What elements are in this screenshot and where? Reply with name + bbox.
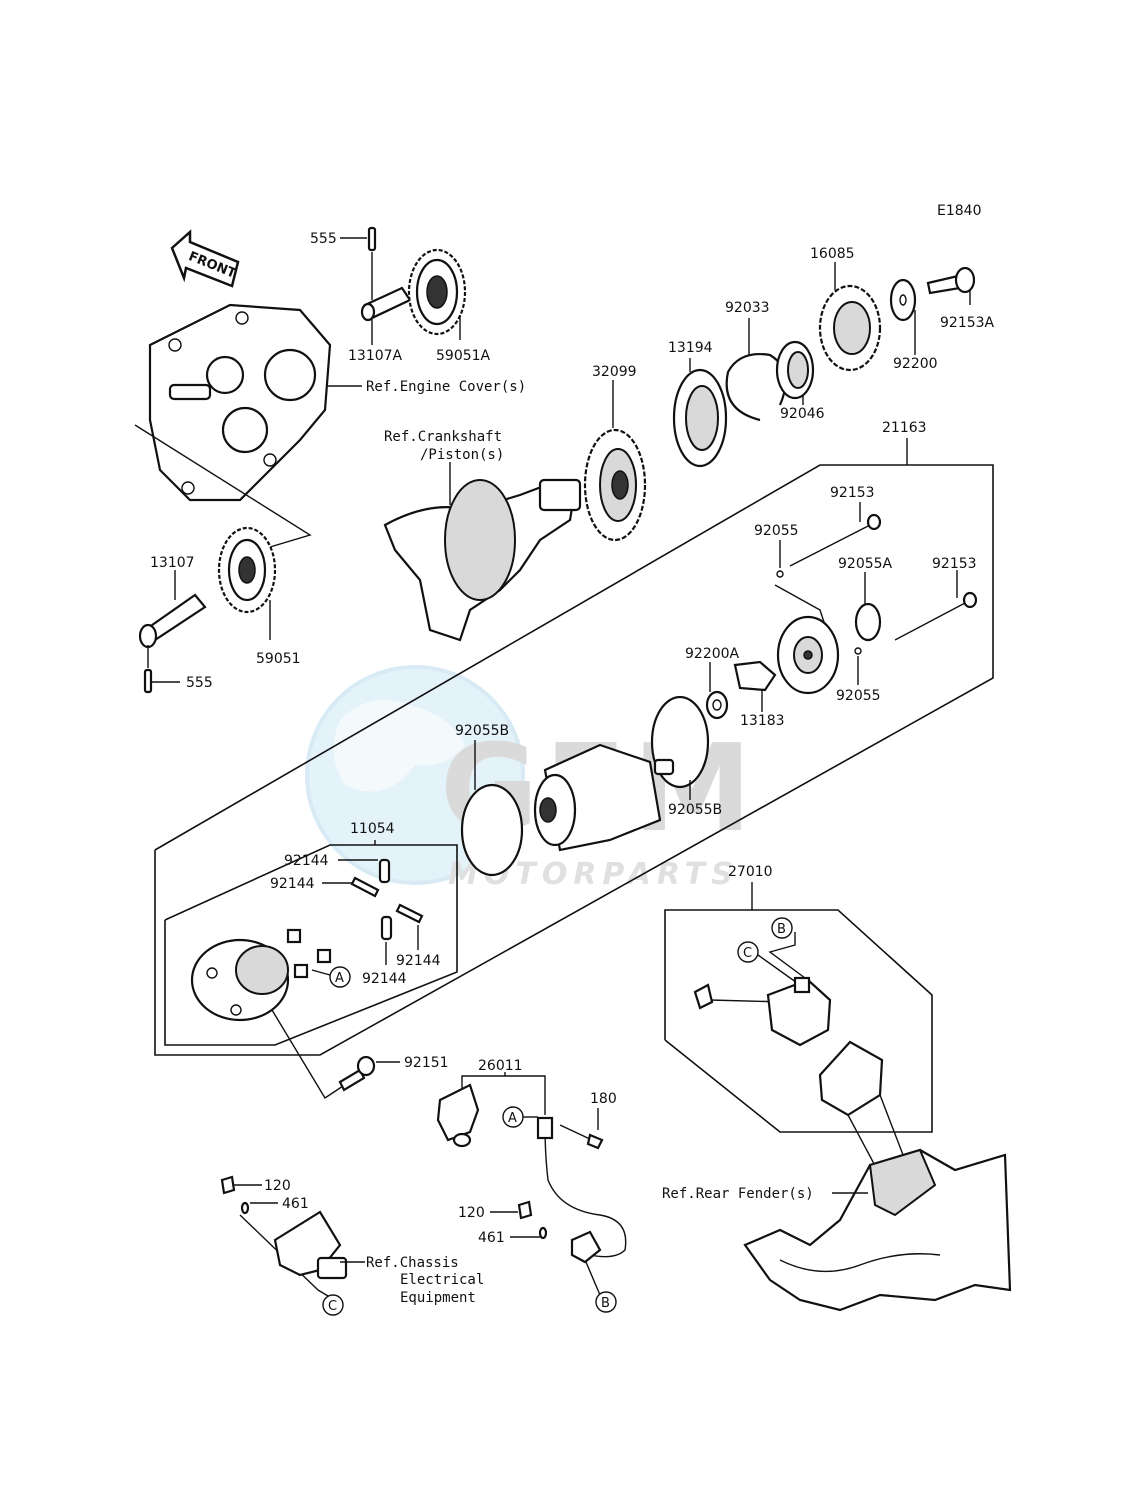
label-26011: 26011 [478,1058,523,1074]
part-13194 [672,358,728,468]
front-arrow: FRONT [170,229,240,288]
label-59051A: 59051A [436,348,491,364]
label-92055A: 92055A [838,556,893,572]
label-92153-a: 92153 [830,485,875,501]
label-13183: 13183 [740,713,785,729]
label-32099: 32099 [592,364,637,380]
label-92046: 92046 [780,406,825,422]
label-13107A: 13107A [348,348,403,364]
ref-crankshaft-1: Ref.Crankshaft [384,429,502,445]
callout-b-cable [595,1291,617,1313]
label-120-cable: 120 [458,1205,485,1221]
label-92055B-left: 92055B [455,723,509,739]
callout-b-cable-text: B [601,1296,610,1311]
callout-a-brush-text: A [335,971,344,986]
relay-box [664,909,933,1133]
relay-cover [818,1040,884,1117]
callout-c-bracket-text: C [328,1299,337,1314]
ref-crankshaft-2: /Piston(s) [420,447,504,463]
ref-chassis-1: Ref.Chassis [366,1255,459,1271]
engine-cover [148,303,332,502]
label-13194: 13194 [668,340,713,356]
part-16085 [818,262,882,372]
label-120-left: 120 [264,1178,291,1194]
starter-motor [533,743,675,852]
callout-a-cable-text: A [508,1111,517,1126]
label-92144-b: 92144 [270,876,315,892]
starter-assembly-box [154,464,994,1056]
label-92144-c: 92144 [362,971,407,987]
callout-b-relay-text: B [777,922,786,937]
label-555-top: 555 [310,231,337,247]
part-32099 [583,380,647,542]
ref-chassis-3: Equipment [400,1290,476,1306]
part-92153A [926,266,976,305]
label-27010: 27010 [728,864,773,880]
brush-plate [190,928,332,1022]
part-92151 [338,1055,376,1092]
ref-engine-cover: Ref.Engine Cover(s) [366,379,526,395]
ref-chassis-2: Electrical [400,1272,484,1288]
callout-b-relay [771,917,793,939]
part-92153-b [894,570,978,641]
label-59051: 59051 [256,651,301,667]
label-92055B-right: 92055B [668,802,722,818]
part-59051A [407,248,467,340]
callout-c-relay [737,941,759,963]
part-92046 [775,340,815,405]
label-92144-a: 92144 [284,853,329,869]
label-92153A: 92153A [940,315,995,331]
label-92200A: 92200A [685,646,740,662]
label-92055-a: 92055 [754,523,799,539]
chassis-bracket [273,1210,348,1280]
callout-c-bracket [322,1294,344,1316]
crankshaft [383,478,582,642]
label-21163: 21163 [882,420,927,436]
diagram-code: E1840 [937,203,981,219]
label-461-left: 461 [282,1196,309,1212]
ref-rear-fender: Ref.Rear Fender(s) [662,1186,814,1202]
label-92200: 92200 [893,356,938,372]
label-92144-d: 92144 [396,953,441,969]
part-92200 [889,278,917,355]
label-11054: 11054 [350,821,395,837]
part-13107A [360,286,412,345]
label-92151: 92151 [404,1055,449,1071]
relay [766,976,832,1047]
callout-a-brush [329,966,351,988]
label-13107: 13107 [150,555,195,571]
callout-c-relay-text: C [743,946,752,961]
label-92055-b: 92055 [836,688,881,704]
starter-end-cover [776,615,840,695]
label-180: 180 [590,1091,617,1107]
cable-boot [436,1083,480,1148]
label-92153-b: 92153 [932,556,977,572]
part-59051 [217,526,277,640]
part-92153-a [789,502,882,567]
brush-holder-box [164,844,458,1046]
label-555-left: 555 [186,675,213,691]
label-92033: 92033 [725,300,770,316]
part-13107 [138,570,207,649]
label-461-cable: 461 [478,1230,505,1246]
rear-fender [743,1148,1012,1312]
label-16085: 16085 [810,246,855,262]
